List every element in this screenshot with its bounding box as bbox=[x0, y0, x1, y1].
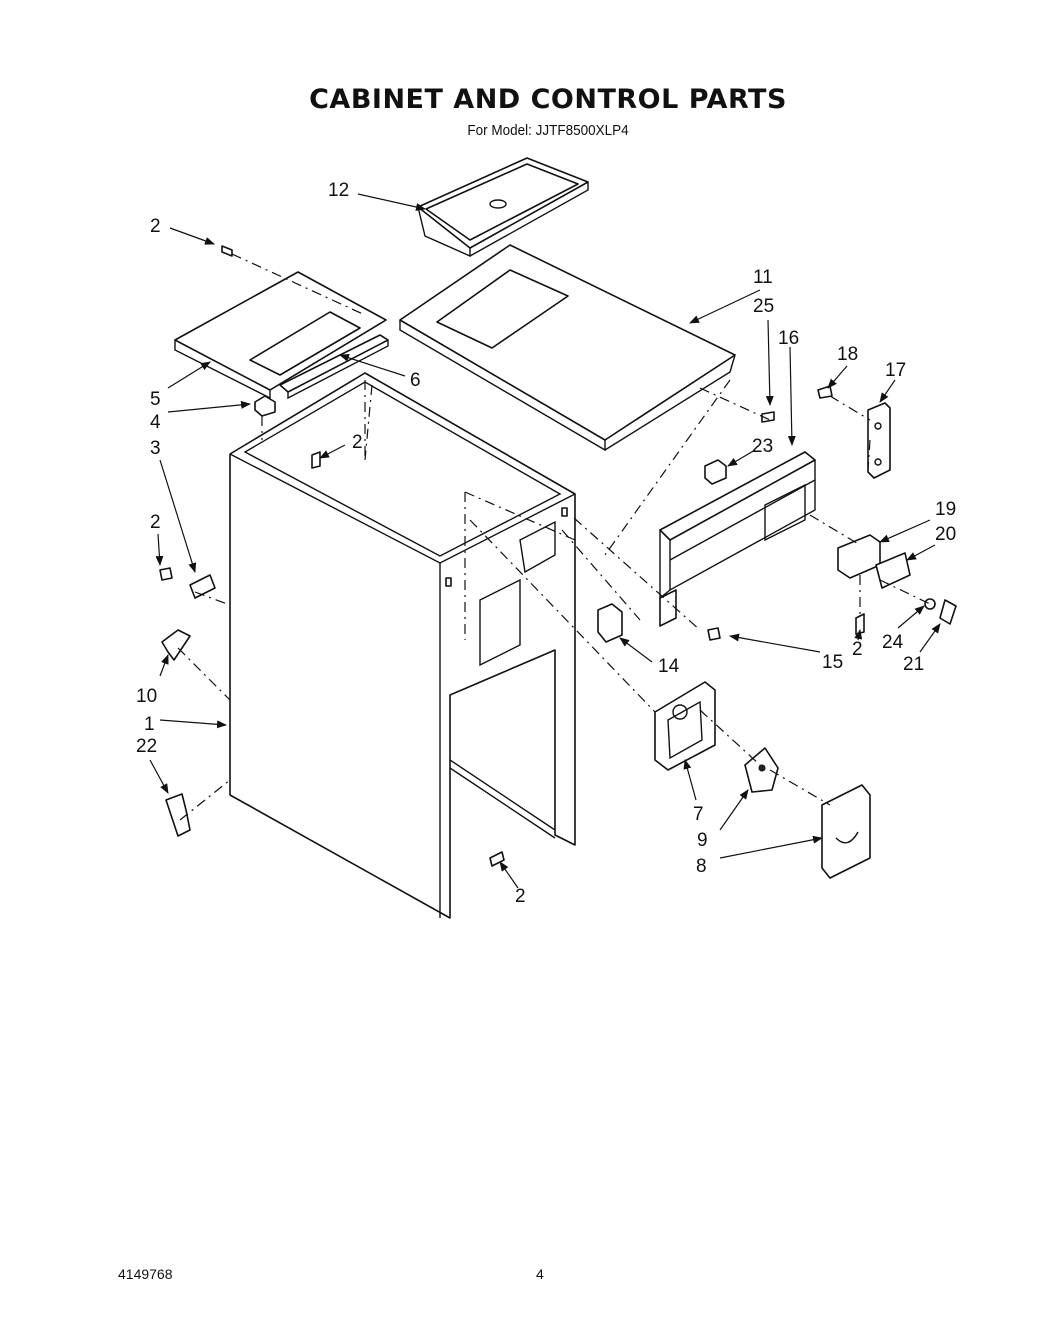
assembly-lines bbox=[177, 253, 931, 821]
callout-22: 22 bbox=[136, 736, 157, 757]
page-number: 4 bbox=[536, 1266, 544, 1282]
callout-3: 3 bbox=[150, 438, 161, 459]
part-22-clip bbox=[165, 793, 191, 837]
callout-14: 14 bbox=[658, 656, 680, 677]
callout-4: 4 bbox=[150, 412, 161, 433]
callout-21: 21 bbox=[903, 654, 924, 675]
callout-18: 18 bbox=[837, 344, 858, 365]
part-4-clip bbox=[254, 395, 276, 417]
part-16-control-bracket bbox=[659, 451, 816, 627]
part-14-switch bbox=[597, 603, 623, 643]
screw-parts bbox=[159, 245, 957, 867]
part-17-mount bbox=[867, 402, 891, 479]
part-1-cabinet bbox=[229, 372, 576, 919]
callout-2-bottom: 2 bbox=[515, 886, 526, 907]
callout-2-cabinet-top: 2 bbox=[352, 432, 363, 453]
part-9-cam bbox=[744, 747, 779, 793]
part-12-cover-plate bbox=[417, 157, 589, 258]
part-8-knob-plate bbox=[821, 784, 871, 879]
document-number: 4149768 bbox=[118, 1266, 173, 1282]
callout-20: 20 bbox=[935, 524, 956, 545]
callout-25: 25 bbox=[753, 296, 774, 317]
callout-5: 5 bbox=[150, 389, 161, 410]
callout-7: 7 bbox=[693, 804, 704, 825]
callout-9: 9 bbox=[697, 830, 708, 851]
callout-2-left-side: 2 bbox=[150, 512, 161, 533]
callout-19: 19 bbox=[935, 499, 956, 520]
callout-12: 12 bbox=[328, 180, 349, 201]
part-19-bracket bbox=[837, 534, 881, 579]
callout-8: 8 bbox=[696, 856, 707, 877]
part-7-housing bbox=[654, 681, 716, 771]
part-6-strip bbox=[279, 334, 389, 400]
callout-23: 23 bbox=[752, 436, 773, 457]
callout-15: 15 bbox=[822, 652, 843, 673]
model-subtitle: For Model: JJTF8500XLP4 bbox=[467, 122, 629, 139]
callout-1: 1 bbox=[144, 714, 155, 735]
callout-11: 11 bbox=[753, 267, 773, 288]
part-20-plate bbox=[875, 552, 911, 589]
part-23-block bbox=[704, 459, 727, 485]
callout-labels: 12 2 11 25 16 18 17 5 4 6 3 2 23 2 19 20… bbox=[136, 180, 956, 907]
callout-17: 17 bbox=[885, 360, 906, 381]
callout-24: 24 bbox=[882, 632, 904, 653]
part-11-top-panel bbox=[399, 244, 736, 452]
callout-2-top-left: 2 bbox=[150, 216, 161, 237]
callout-10: 10 bbox=[136, 686, 157, 707]
part-10-clip bbox=[161, 629, 191, 661]
callout-6: 6 bbox=[410, 370, 421, 391]
page-title: CABINET AND CONTROL PARTS bbox=[309, 84, 787, 115]
callout-16: 16 bbox=[778, 328, 799, 349]
callout-2-bracket: 2 bbox=[852, 639, 863, 660]
leader-lines bbox=[149, 193, 941, 889]
part-5-top-cover bbox=[174, 271, 387, 400]
